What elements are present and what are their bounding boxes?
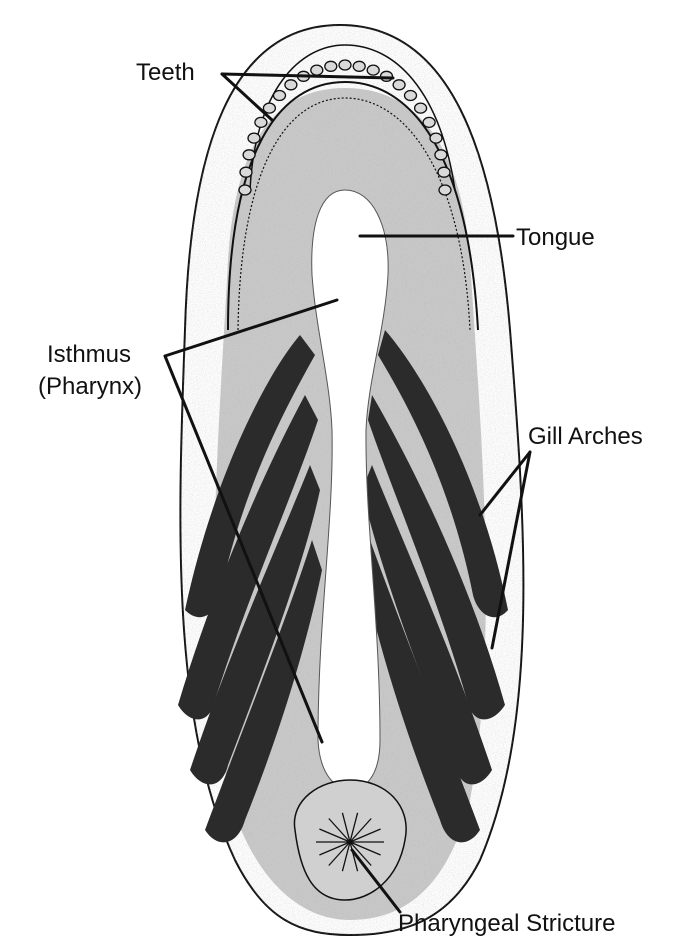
tooth [405, 91, 417, 101]
tooth [435, 150, 447, 160]
tooth [243, 150, 255, 160]
tooth [285, 80, 297, 90]
tooth [239, 185, 251, 195]
tooth [263, 103, 275, 113]
tooth [339, 60, 351, 70]
tooth [274, 91, 286, 101]
tooth [311, 65, 323, 75]
tooth [438, 167, 450, 177]
tooth [240, 167, 252, 177]
tooth [367, 65, 379, 75]
label-pharyngeal-stricture: Pharyngeal Stricture [398, 910, 615, 937]
label-tongue: Tongue [516, 224, 595, 251]
tooth [255, 117, 267, 127]
tooth [415, 103, 427, 113]
tooth [325, 61, 337, 71]
label-isthmus: Isthmus [47, 341, 131, 368]
label-teeth: Teeth [136, 59, 195, 86]
label-pharynx: (Pharynx) [38, 373, 142, 400]
tooth [353, 61, 365, 71]
label-gill-arches: Gill Arches [528, 423, 643, 450]
tooth [248, 133, 260, 143]
tooth [430, 133, 442, 143]
tooth [423, 117, 435, 127]
tooth [439, 185, 451, 195]
tooth [393, 80, 405, 90]
